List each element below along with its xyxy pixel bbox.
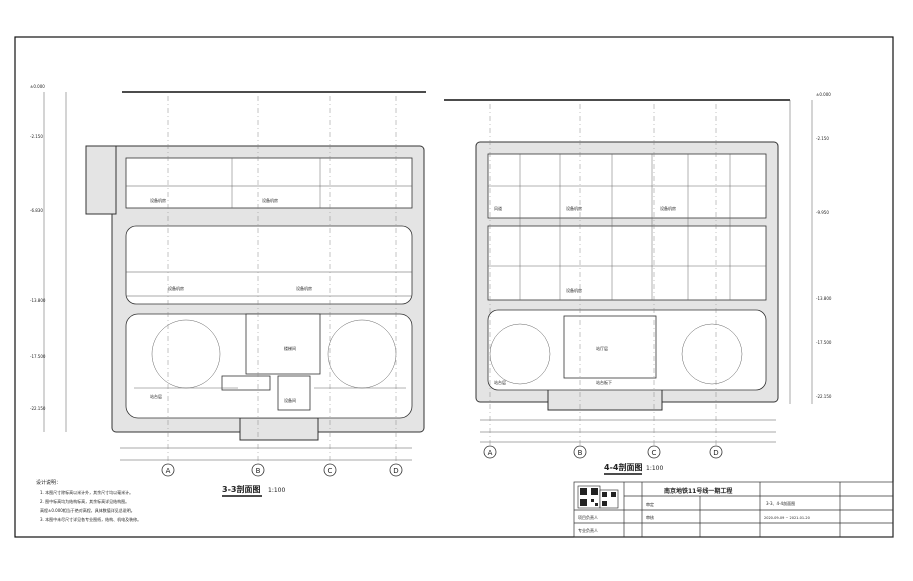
room-label: 设备机房 [566,205,582,211]
room-label: 设备机房 [296,285,312,291]
room-label: 站台层 [150,393,162,399]
stair-room [245,313,321,375]
middle-floor-cavity [487,225,767,301]
title-block-row: 审定 [646,501,654,507]
room-label: 楼梯间 [284,345,296,351]
section-3-3: A B C D 设备机房 设备机房 设备机房 设备机房 站台层 楼梯间 设备间 … [30,84,426,497]
notes-heading: 设计说明： [36,479,61,486]
elevation-label: -17.500 [30,354,46,359]
title-block-row: 项目负责人 [578,514,598,520]
access-shaft [85,145,117,215]
room-label: 风道 [494,205,502,211]
axis-bubble-c [647,445,661,459]
elevation-label: -13.800 [816,296,832,301]
room-label: 站台层 [494,379,506,385]
lower-room [563,315,657,379]
axis-label-a: A [488,449,493,457]
elevation-label: -17.500 [816,340,832,345]
elevation-label: -22.150 [30,406,46,411]
notes-line: 高程±0.000相当于绝对高程，具体数值详见总说明。 [40,507,135,513]
axis-bubble-d [709,445,723,459]
title-block-row: 专业负责人 [578,527,598,533]
elevation-label: ±0.000 [30,84,45,89]
design-notes: 设计说明： 1. 本图尺寸除标高以米计外，其余尺寸均以毫米计。 2. 图中标高均… [36,479,141,522]
section-title: 3-3剖面图 [222,484,260,494]
drawing-frame [14,36,894,538]
section-scale: 1:100 [268,487,285,494]
notes-line: 1. 本图尺寸除标高以米计外，其余尺寸均以毫米计。 [40,489,133,495]
room-label: 设备机房 [150,197,166,203]
notes-line: 3. 本图中未尽尺寸详见各专业图纸，结构、机电及装修。 [40,516,141,522]
axis-bubble-d [389,463,403,477]
notes-line: 2. 图中标高均为结构标高，其余标高详见结构图。 [40,498,129,504]
elevation-label: -6.830 [30,208,43,213]
axis-bubble-b [573,445,587,459]
axis-label-b: B [256,467,261,475]
title-block-frame [573,481,894,538]
project-title: 南京地铁11号线一期工程 [664,487,732,495]
elevation-label: -2.150 [30,134,43,139]
room-label: 设备机房 [262,197,278,203]
upper-floor-cavity [125,157,413,209]
elevation-label: -9.950 [816,210,829,215]
track-envelope-right [681,323,743,385]
axis-bubble-a [161,463,175,477]
axis-label-c: C [652,449,657,457]
section-4-4: A B C D 风道 设备机房 设备机房 设备机房 站台层 站厅层 站台板下 ±… [444,92,832,475]
axis-bubble-a [483,445,497,459]
axis-label-d: D [393,467,398,475]
axis-label-a: A [166,467,171,475]
room-label: 设备机房 [168,285,184,291]
room-label: 站厅层 [596,345,608,351]
room-label: 设备机房 [660,205,676,211]
room-label: 设备机房 [566,287,582,293]
drawing-name: 3-3、4-4剖面图 [766,500,795,506]
elevation-label: -13.800 [30,298,46,303]
elevation-label: -22.150 [816,394,832,399]
title-block: 南京地铁11号线一期工程 3-3、4-4剖面图 审定 审核 项目负责人 专业负责… [573,481,894,538]
structure-bottom-sump [547,387,663,411]
middle-floor-cavity [125,225,413,305]
section-scale: 1:100 [646,465,663,472]
track-envelope-left [489,323,551,385]
room-label: 设备间 [284,397,296,403]
structure-bottom-sump [239,417,319,441]
axis-label-b: B [578,449,583,457]
title-block-row: 审核 [646,514,654,520]
room-label: 站台板下 [596,379,612,385]
elevation-label: -2.150 [816,136,829,141]
section-title: 4-4剖面图 [604,462,642,472]
axis-bubble-b [251,463,265,477]
axis-label-d: D [713,449,718,457]
elevation-label: ±0.000 [816,92,831,97]
axis-bubble-c [323,463,337,477]
equipment-room [277,375,311,411]
title-block-dates: 2020-09-09 ~ 2021-01-20 [764,516,810,520]
axis-label-c: C [328,467,333,475]
